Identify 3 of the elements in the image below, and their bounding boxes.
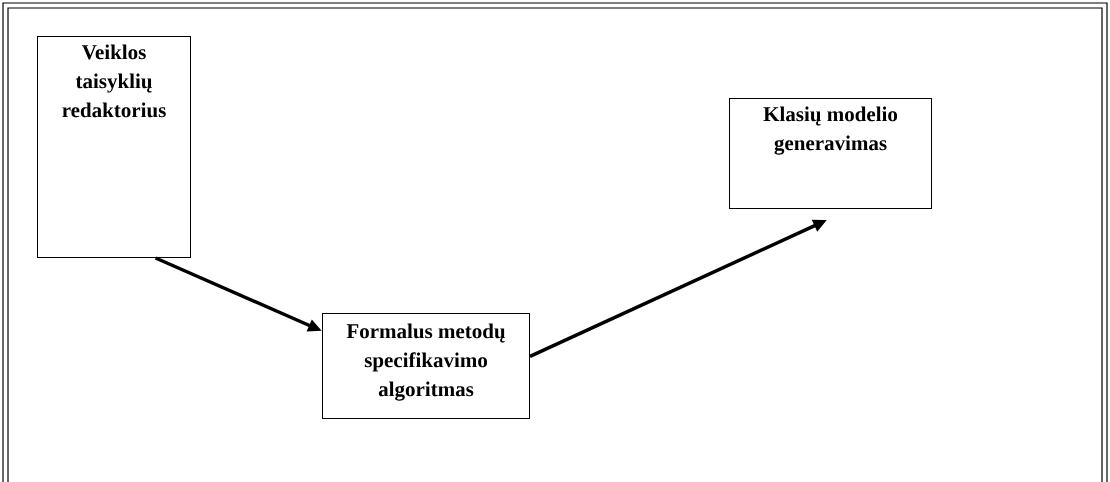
process-box: Formalus metodų specifikavimo algoritmas [322, 313, 530, 419]
process-box: Veiklos taisyklių redaktorius [37, 36, 191, 258]
process-box: Klasių modelio generavimas [729, 98, 932, 209]
